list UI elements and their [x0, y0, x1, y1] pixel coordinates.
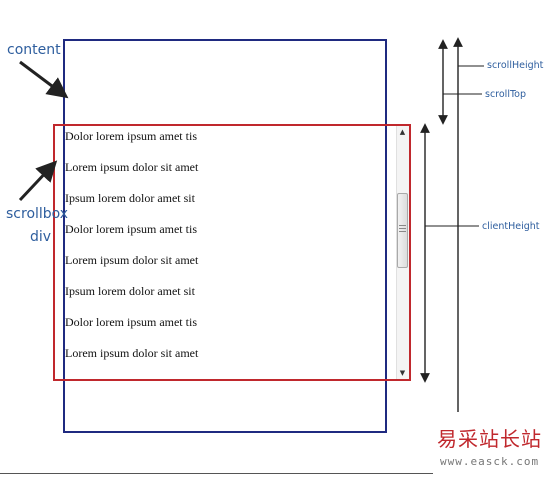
scroll-top-label: scrollTop [485, 89, 526, 100]
list-item: Lorem ipsum dolor sit amet [65, 253, 199, 267]
scroll-down-arrow-icon[interactable]: ▼ [399, 369, 406, 377]
watermark-url: www.easck.com [440, 455, 540, 468]
list-item: Lorem ipsum dolor sit amet [65, 160, 199, 174]
scrollbox-label: scrollbox [6, 206, 69, 222]
scrollbox-div [53, 124, 411, 381]
content-label: content [7, 42, 61, 58]
scroll-grip-icon [399, 225, 406, 234]
bottom-divider [0, 473, 433, 474]
list-item: Dolor lorem ipsum amet tis [65, 222, 197, 236]
list-item: Lorem ipsum dolor sit amet [65, 346, 199, 360]
client-height-label: clientHeight [482, 221, 540, 232]
scrollbox-pointer-arrow-icon [18, 160, 58, 202]
watermark-chinese-text: 易采站长站 [437, 427, 542, 451]
content-pointer-arrow-icon [19, 60, 69, 99]
list-item: Ipsum lorem dolor amet sit [65, 284, 195, 298]
div-label: div [30, 229, 52, 245]
scroll-height-label: scrollHeight [487, 60, 544, 71]
content-box [63, 39, 387, 433]
list-item: Dolor lorem ipsum amet tis [65, 129, 197, 143]
list-item: Dolor lorem ipsum amet tis [65, 315, 197, 329]
list-item: Ipsum lorem dolor amet sit [65, 191, 195, 205]
scroll-up-arrow-icon[interactable]: ▲ [399, 128, 406, 136]
